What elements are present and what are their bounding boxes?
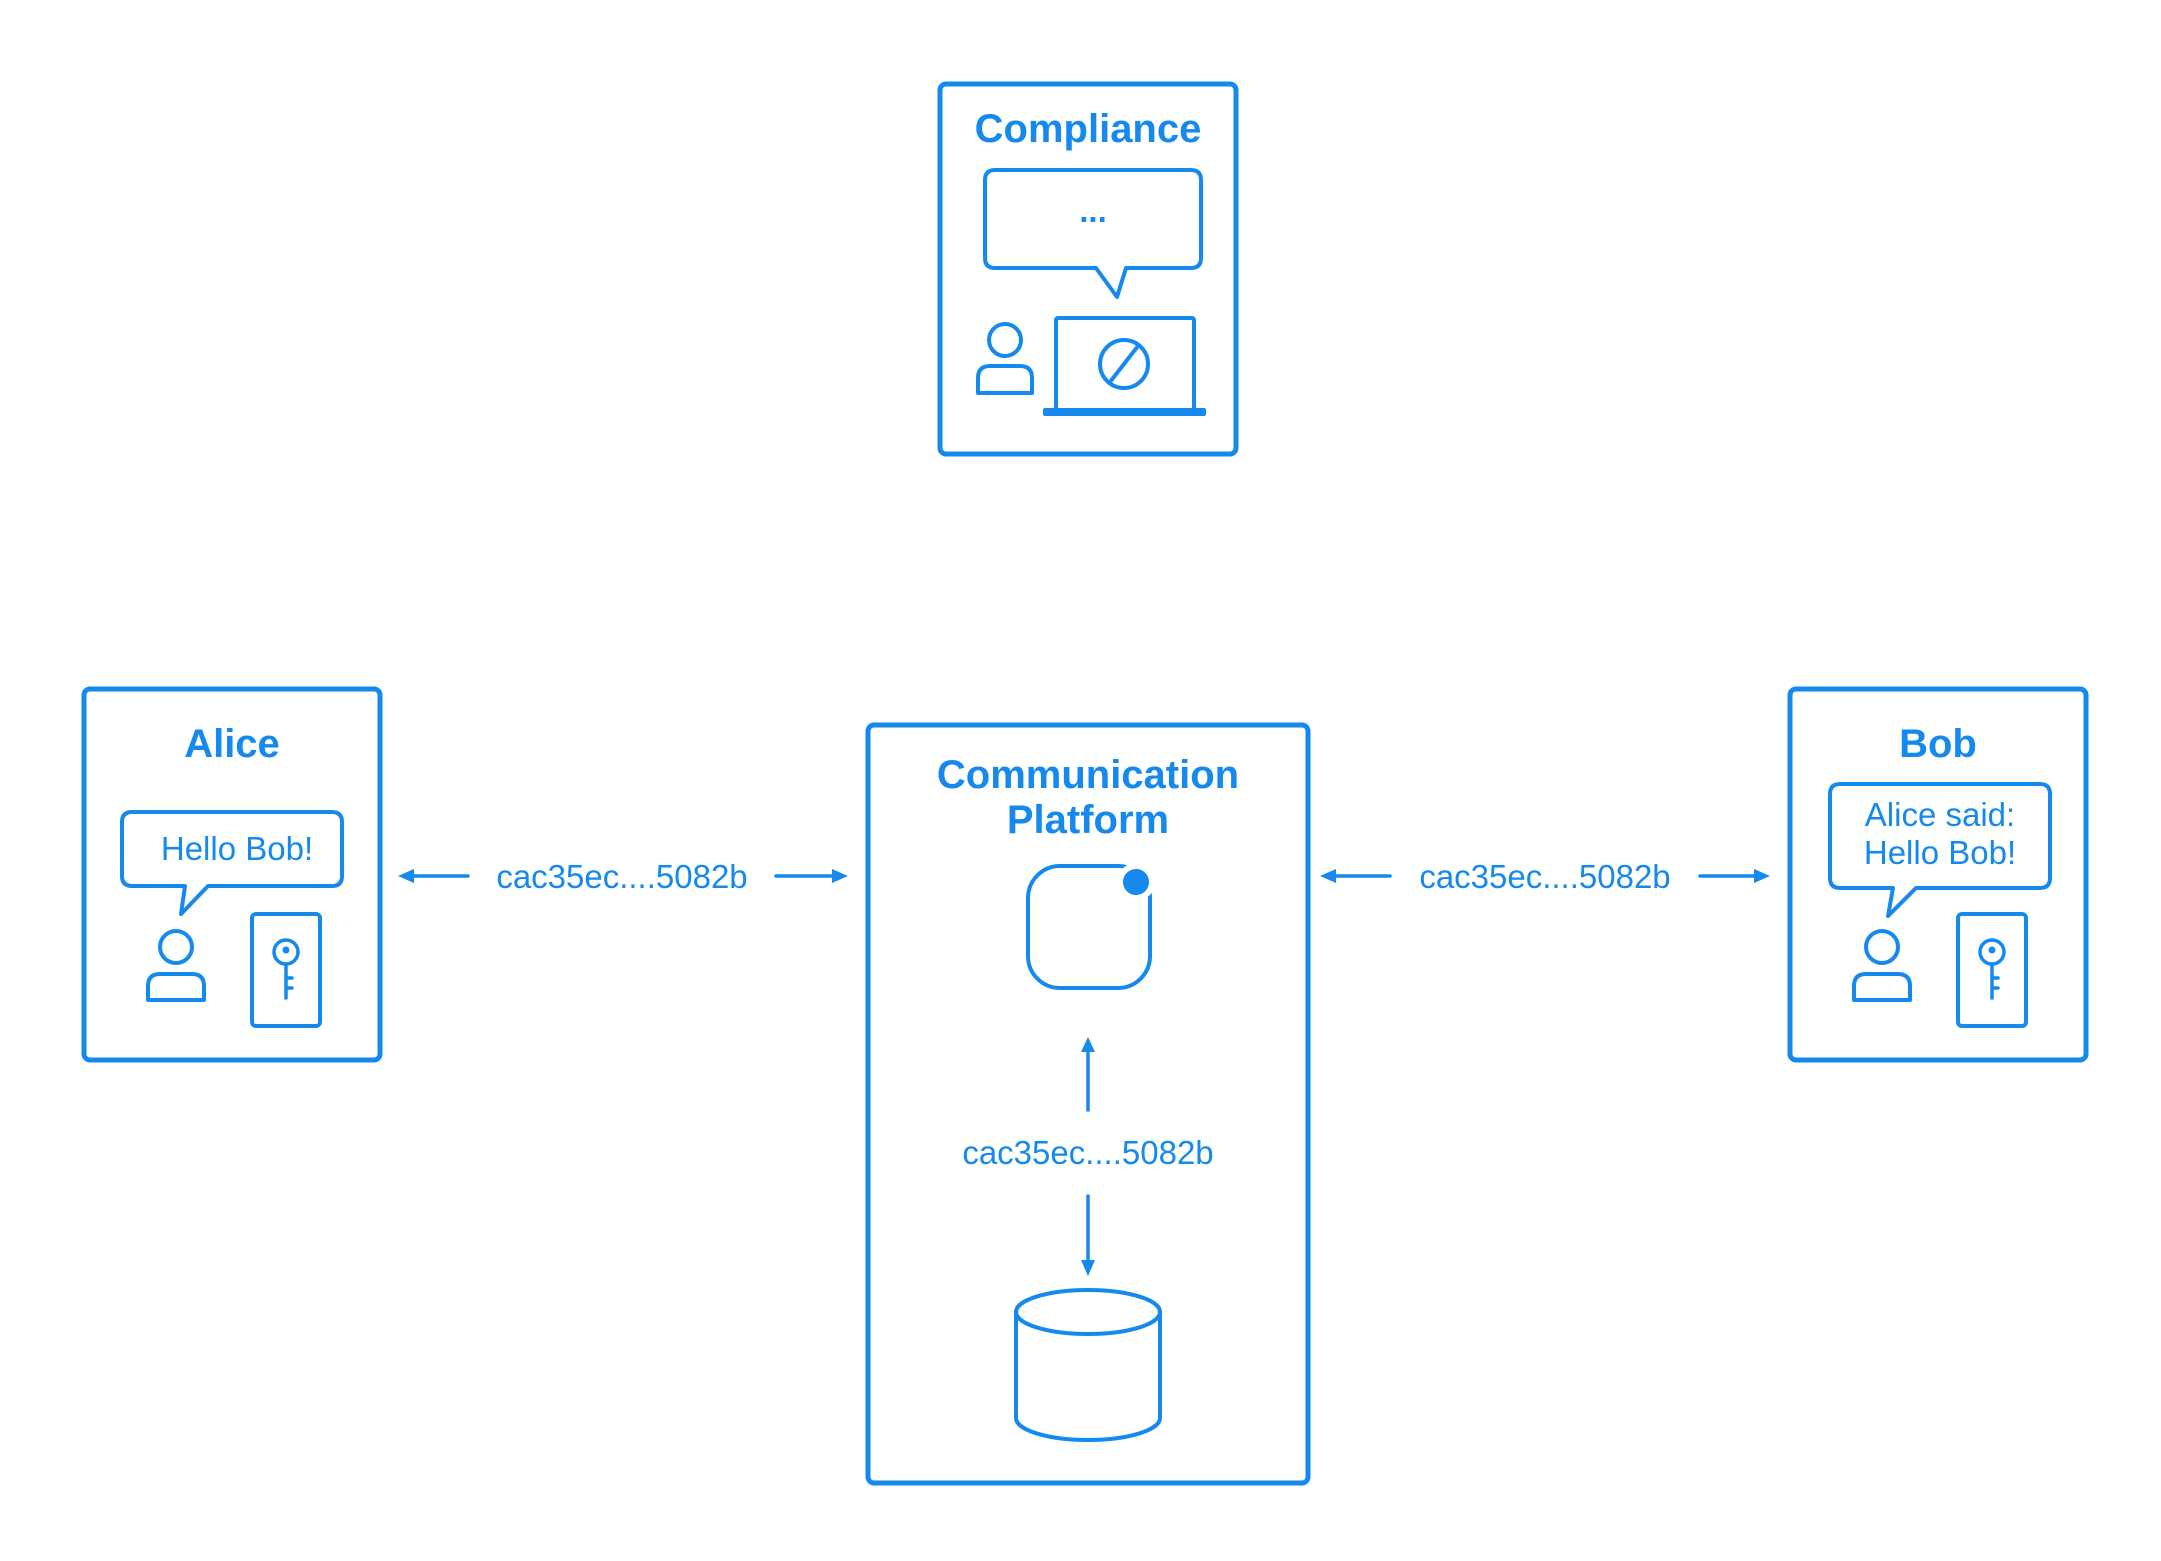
- alice-node: Alice Hello Bob!: [81, 686, 383, 1063]
- hash-label-alice-platform: cac35ec....5082b: [496, 858, 747, 895]
- alice-bubble-text: Hello Bob!: [161, 830, 313, 867]
- alice-box: [81, 686, 383, 1063]
- key-icon: [1978, 938, 2006, 1000]
- compliance-node: Compliance ...: [937, 81, 1239, 457]
- compliance-title: Compliance: [975, 107, 1202, 151]
- hash-label-app-db: cac35ec....5082b: [962, 1134, 1213, 1171]
- blocked-icon: [1098, 338, 1150, 390]
- phone-icon: [1956, 912, 2028, 1028]
- platform-node: Communication Platform cac35ec....5082b: [865, 722, 1311, 1486]
- speech-bubble-icon: ...: [983, 168, 1203, 299]
- database-icon: [1014, 1288, 1162, 1442]
- platform-title-line-2: Platform: [1007, 798, 1169, 842]
- person-icon: [146, 929, 206, 1002]
- laptop-icon: [1043, 316, 1206, 416]
- bob-title: Bob: [1899, 722, 1977, 766]
- phone-icon: [250, 912, 322, 1028]
- key-icon: [272, 938, 300, 1000]
- arrow-up-to-app: [1081, 1037, 1095, 1112]
- person-icon: [976, 322, 1034, 395]
- bob-node: Bob Alice said: Hello Bob!: [1787, 686, 2089, 1063]
- link-platform-bob: cac35ec....5082b: [1320, 858, 1770, 895]
- bob-bubble-line-1: Alice said:: [1865, 796, 2015, 833]
- alice-title: Alice: [184, 722, 280, 766]
- arrow-down-to-db: [1081, 1194, 1095, 1276]
- app-icon: [1026, 863, 1155, 990]
- platform-title-line-1: Communication: [937, 753, 1239, 797]
- bob-box: [1787, 686, 2089, 1063]
- hash-label-platform-bob: cac35ec....5082b: [1419, 858, 1670, 895]
- compliance-bubble-text: ...: [1079, 192, 1107, 229]
- speech-bubble-icon: Hello Bob!: [120, 810, 344, 916]
- link-alice-platform: cac35ec....5082b: [398, 858, 848, 895]
- bob-bubble-line-2: Hello Bob!: [1864, 834, 2016, 871]
- speech-bubble-icon: Alice said: Hello Bob!: [1828, 782, 2052, 918]
- person-icon: [1852, 929, 1912, 1002]
- notification-dot: [1117, 863, 1155, 901]
